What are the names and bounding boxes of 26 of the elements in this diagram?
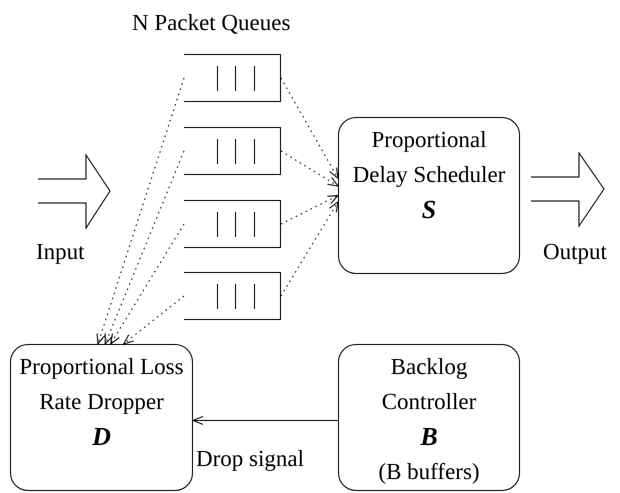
component-symbol: S [422,194,436,226]
component-name: Backlog Controller [380,353,478,416]
arrow [280,78,338,179]
arrow [104,150,184,344]
arrow [122,296,184,344]
component-symbol: B [420,421,438,453]
arrow [192,416,338,425]
queues-heading: N Packet Queues [132,9,290,37]
queue-box [184,127,281,175]
queue-box [184,54,281,102]
arrow [280,195,338,224]
component-box [338,344,520,491]
arrow [280,201,338,296]
queue-box [184,272,281,320]
arrow [280,150,338,187]
component-box [338,117,520,274]
output-label: Output [543,238,607,266]
queue-box [184,200,281,248]
arrow [96,78,184,344]
component-name: Proportional Loss Rate Dropper [18,353,185,416]
input-label: Input [36,238,85,266]
component-name: (B buffers) [378,458,480,486]
component-name: Proportional Delay Scheduler [352,126,506,189]
component-box [10,344,193,491]
component-symbol: D [92,421,111,453]
arrow [110,224,184,344]
